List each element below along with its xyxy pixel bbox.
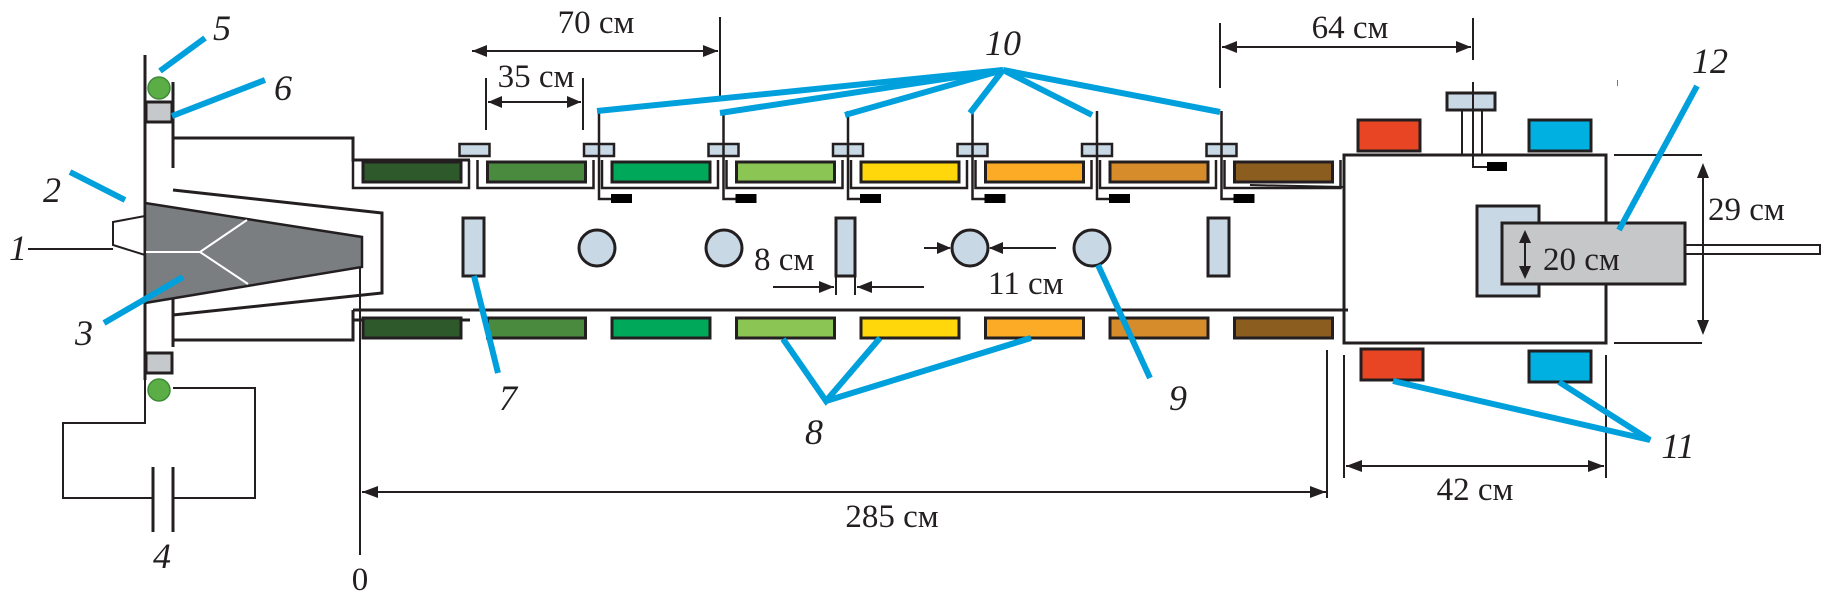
magnet-top-6 <box>984 160 1085 184</box>
leader-11 <box>1392 378 1652 443</box>
leader-3 <box>102 274 185 326</box>
magnet-top-7 <box>1108 160 1210 184</box>
round-probe-2 <box>704 228 744 268</box>
label-6: 6 <box>274 68 292 108</box>
flat-probe-1 <box>461 216 486 278</box>
inner-electrode <box>143 201 364 305</box>
flat-probe-2 <box>834 216 857 278</box>
round-probe-3 <box>950 228 990 268</box>
target-chamber: 20 см 29 см <box>1249 82 1821 384</box>
target <box>1500 221 1687 286</box>
plasma-gun <box>28 55 470 532</box>
port-sensor-7 <box>1233 194 1255 203</box>
ring-bottom <box>147 378 171 402</box>
label-5: 5 <box>213 8 231 48</box>
dim-64cm: 64 см <box>1312 10 1389 46</box>
circuit-wire-left <box>62 360 153 499</box>
port-sensor-3 <box>735 194 757 203</box>
magnets-top <box>351 160 1342 190</box>
leader-6 <box>170 77 267 119</box>
leader-10 <box>596 67 1221 118</box>
inner-electrode-seam-bottom <box>199 251 249 285</box>
dim-20cm: 20 см <box>1543 242 1620 278</box>
dim-35cm: 35 см <box>498 59 575 95</box>
coil-blue-bottom <box>1527 349 1593 384</box>
gas-nozzle <box>112 214 146 257</box>
magnet-top-4 <box>735 160 836 184</box>
dim-11cm: 11 см <box>988 266 1064 302</box>
port-sensor-6 <box>1109 194 1130 203</box>
dim-42cm: 42 см <box>1437 472 1514 508</box>
ring-top <box>147 76 171 100</box>
round-probe-1 <box>577 228 617 268</box>
dim-29cm: 29 см <box>1708 192 1785 228</box>
coil-red-top <box>1356 118 1422 153</box>
label-3: 3 <box>74 313 93 353</box>
magnet-bottom-3 <box>610 316 712 340</box>
port-sensor-4 <box>860 194 881 203</box>
origin-label: 0 <box>352 562 369 598</box>
label-10: 10 <box>985 23 1021 63</box>
label-1: 1 <box>9 228 27 268</box>
dim-285cm: 285 см <box>845 499 938 535</box>
magnet-bottom-7 <box>1108 316 1210 340</box>
magnet-top-3 <box>610 160 712 184</box>
label-11: 11 <box>1661 426 1694 466</box>
magnet-bottom-2 <box>486 316 587 340</box>
leader-5 <box>158 35 207 74</box>
outer-electrode-top <box>171 136 470 165</box>
port-sensor-2 <box>611 194 632 203</box>
label-12: 12 <box>1692 41 1728 81</box>
flat-probe-3 <box>1206 216 1231 278</box>
magnet-bottom-8 <box>1233 316 1334 340</box>
magnet-bottom-6 <box>984 316 1085 340</box>
magnet-top-2 <box>486 160 587 184</box>
insulator-top <box>144 100 174 124</box>
probe-port-1 <box>458 142 491 158</box>
label-2: 2 <box>43 170 61 210</box>
label-9: 9 <box>1169 378 1187 418</box>
magnet-bottom-1 <box>361 316 463 340</box>
label-8: 8 <box>805 412 823 452</box>
probe-ports <box>458 111 1255 203</box>
chamber-port <box>1445 91 1497 112</box>
label-4: 4 <box>153 536 171 576</box>
leader-12 <box>1616 84 1700 232</box>
circuit-wire-right <box>173 387 256 499</box>
magnet-top-1 <box>361 160 463 184</box>
magnet-bottom-4 <box>735 316 836 340</box>
leader-2 <box>68 169 127 203</box>
magnet-top-5 <box>859 160 961 184</box>
leader-8b <box>825 335 1032 404</box>
leader-9 <box>1095 263 1153 380</box>
outer-electrode-cone <box>172 188 384 317</box>
coil-blue-top <box>1527 118 1593 153</box>
label-7: 7 <box>499 378 519 418</box>
dim-8cm: 8 см <box>754 242 814 278</box>
magnet-bottom-5 <box>859 316 961 340</box>
insulator-bottom <box>144 351 174 375</box>
magnet-top-8 <box>1233 160 1334 184</box>
leader-7 <box>471 275 501 374</box>
target-rod <box>1684 244 1821 255</box>
port-sensor-5 <box>984 194 1006 203</box>
port-sensor <box>1487 162 1507 171</box>
drift-tube <box>351 308 1348 333</box>
dim-70cm: 70 см <box>558 5 635 41</box>
round-probe-4 <box>1072 228 1112 268</box>
coil-red-bottom <box>1359 347 1425 382</box>
magnets-bottom <box>361 316 1334 340</box>
